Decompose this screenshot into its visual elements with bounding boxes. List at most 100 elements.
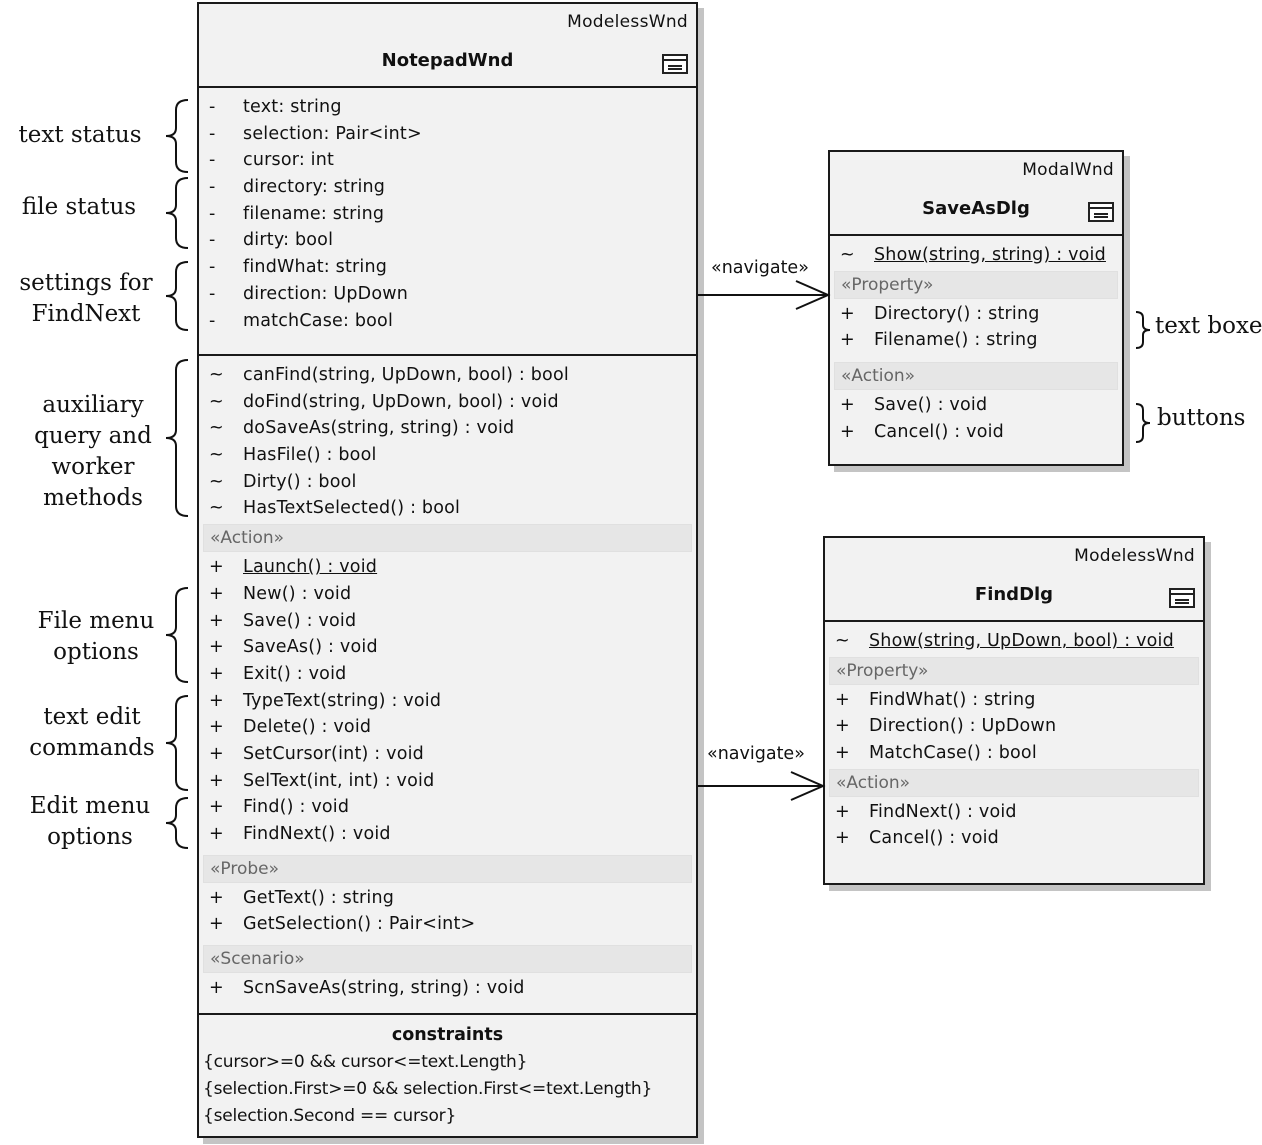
notepadwnd-operations: ~canFind(string, UpDown, bool) : bool~do…	[199, 356, 696, 1015]
visibility-marker: -	[209, 97, 216, 117]
member-text: New() : void	[243, 583, 352, 604]
member-text: canFind(string, UpDown, bool) : bool	[243, 365, 569, 385]
member-text: SelText(int, int) : void	[243, 770, 435, 791]
member-row: +GetSelection() : Pair<int>	[203, 911, 692, 938]
constraints-title: constraints	[391, 1025, 504, 1045]
member-row: +FindNext() : void	[829, 799, 1199, 826]
navigate-label-find: «navigate»	[707, 744, 805, 764]
finddlg-name: FindDlg	[974, 584, 1054, 605]
member-text: TypeText(string) : void	[243, 690, 442, 711]
saveasdlg-stereotype: ModalWnd	[1022, 160, 1114, 180]
scenario-band: «Scenario»	[203, 945, 692, 974]
show-operation: Show(string, string) : void	[874, 245, 1106, 265]
member-text: Direction() : UpDown	[869, 716, 1057, 737]
member-row: -matchCase: bool	[203, 308, 692, 335]
property-band: «Property»	[829, 656, 1199, 685]
operation-row: ~ Show(string, UpDown, bool) : void	[829, 628, 1199, 655]
visibility-marker: -	[209, 257, 216, 278]
member-text: MatchCase() : bool	[869, 743, 1037, 764]
member-text: FindNext() : void	[243, 824, 391, 844]
member-row: +Save() : void	[834, 392, 1118, 419]
member-text: selection: Pair<int>	[243, 123, 422, 144]
visibility-marker: +	[835, 716, 850, 737]
visibility-marker: +	[209, 583, 224, 604]
member-text: HasFile() : bool	[243, 445, 377, 466]
visibility-marker: -	[209, 310, 216, 331]
visibility-marker: -	[209, 203, 216, 224]
member-row: +SelText(int, int) : void	[203, 768, 692, 795]
member-row: +Cancel() : void	[829, 825, 1199, 852]
member-text: SaveAs() : void	[243, 637, 378, 658]
member-row: + SetCursor(int) : void	[203, 741, 692, 768]
member-row: -selection: Pair<int>	[203, 121, 692, 148]
member-text: GetText() : string	[243, 887, 395, 908]
member-text: Save() : void	[243, 610, 357, 631]
note-text-status: text status	[18, 122, 142, 148]
visibility-marker: ~	[835, 631, 850, 651]
member-row: +Launch() : void	[203, 554, 692, 581]
note-text-boxes: text boxes	[1155, 313, 1262, 339]
action-band: «Action»	[834, 362, 1118, 391]
member-row: - findWhat: string	[203, 254, 692, 281]
visibility-marker: +	[835, 743, 850, 764]
brace	[165, 177, 189, 249]
operation-row: ~ Show(string, string) : void	[834, 242, 1118, 269]
visibility-marker: +	[209, 797, 224, 818]
brace	[1135, 403, 1151, 443]
visibility-marker: ~	[209, 498, 224, 519]
window-icon	[1088, 202, 1114, 222]
member-text: GetSelection() : Pair<int>	[243, 914, 476, 935]
member-row: ~ canFind(string, UpDown, bool) : bool	[203, 362, 692, 389]
visibility-marker: +	[209, 717, 224, 738]
notepadwnd-class: ModelessWnd NotepadWnd -text: string-sel…	[197, 2, 698, 1138]
member-text: directory: string	[243, 177, 386, 198]
member-text: Directory() : string	[874, 303, 1040, 324]
member-row: ~ HasFile() : bool	[203, 442, 692, 469]
member-row: + Direction() : UpDown	[829, 713, 1199, 740]
member-text: direction: UpDown	[243, 283, 409, 304]
finddlg-operations: ~ Show(string, UpDown, bool) : void «Pro…	[825, 622, 1203, 858]
member-row: - direction: UpDown	[203, 281, 692, 308]
brace	[165, 797, 189, 849]
member-row: -dirty: bool	[203, 227, 692, 254]
member-row: +Directory() : string	[834, 301, 1118, 328]
member-text: text: string	[243, 97, 342, 117]
member-text: Filename() : string	[874, 330, 1038, 351]
notepadwnd-header: ModelessWnd NotepadWnd	[199, 4, 696, 88]
visibility-marker: +	[840, 330, 855, 351]
visibility-marker: +	[835, 689, 850, 710]
member-row: +Cancel() : void	[834, 419, 1118, 446]
member-text: dirty: bool	[243, 230, 334, 251]
visibility-marker: +	[209, 978, 224, 999]
visibility-marker: -	[209, 283, 216, 304]
member-row: +ScnSaveAs(string, string) : void	[203, 975, 692, 1002]
member-text: Find() : void	[243, 797, 350, 818]
member-row: + FindNext() : void	[203, 821, 692, 848]
show-operation: Show(string, UpDown, bool) : void	[869, 631, 1174, 651]
note-buttons: buttons	[1157, 405, 1246, 431]
visibility-marker: ~	[209, 445, 224, 466]
visibility-marker: +	[209, 663, 224, 684]
member-row: ~Dirty() : bool	[203, 469, 692, 496]
member-text: SetCursor(int) : void	[243, 743, 424, 764]
member-row: + Filename() : string	[834, 327, 1118, 354]
member-row: +SaveAs() : void	[203, 634, 692, 661]
visibility-marker: ~	[209, 365, 224, 385]
constraint-row: {selection.First>=0 && selection.First<=…	[203, 1079, 653, 1099]
visibility-marker: +	[209, 824, 224, 844]
action-band: «Action»	[203, 524, 692, 553]
visibility-marker: +	[209, 887, 224, 908]
member-row: + New() : void	[203, 581, 692, 608]
member-row: +Exit() : void	[203, 661, 692, 688]
visibility-marker: +	[209, 743, 224, 764]
member-text: findWhat: string	[243, 257, 388, 278]
visibility-marker: ~	[840, 245, 855, 265]
saveasdlg-class: ModalWnd SaveAsDlg ~ Show(string, string…	[828, 150, 1124, 466]
brace	[165, 261, 189, 331]
member-text: Cancel() : void	[874, 421, 1004, 442]
probe-band: «Probe»	[203, 854, 692, 883]
